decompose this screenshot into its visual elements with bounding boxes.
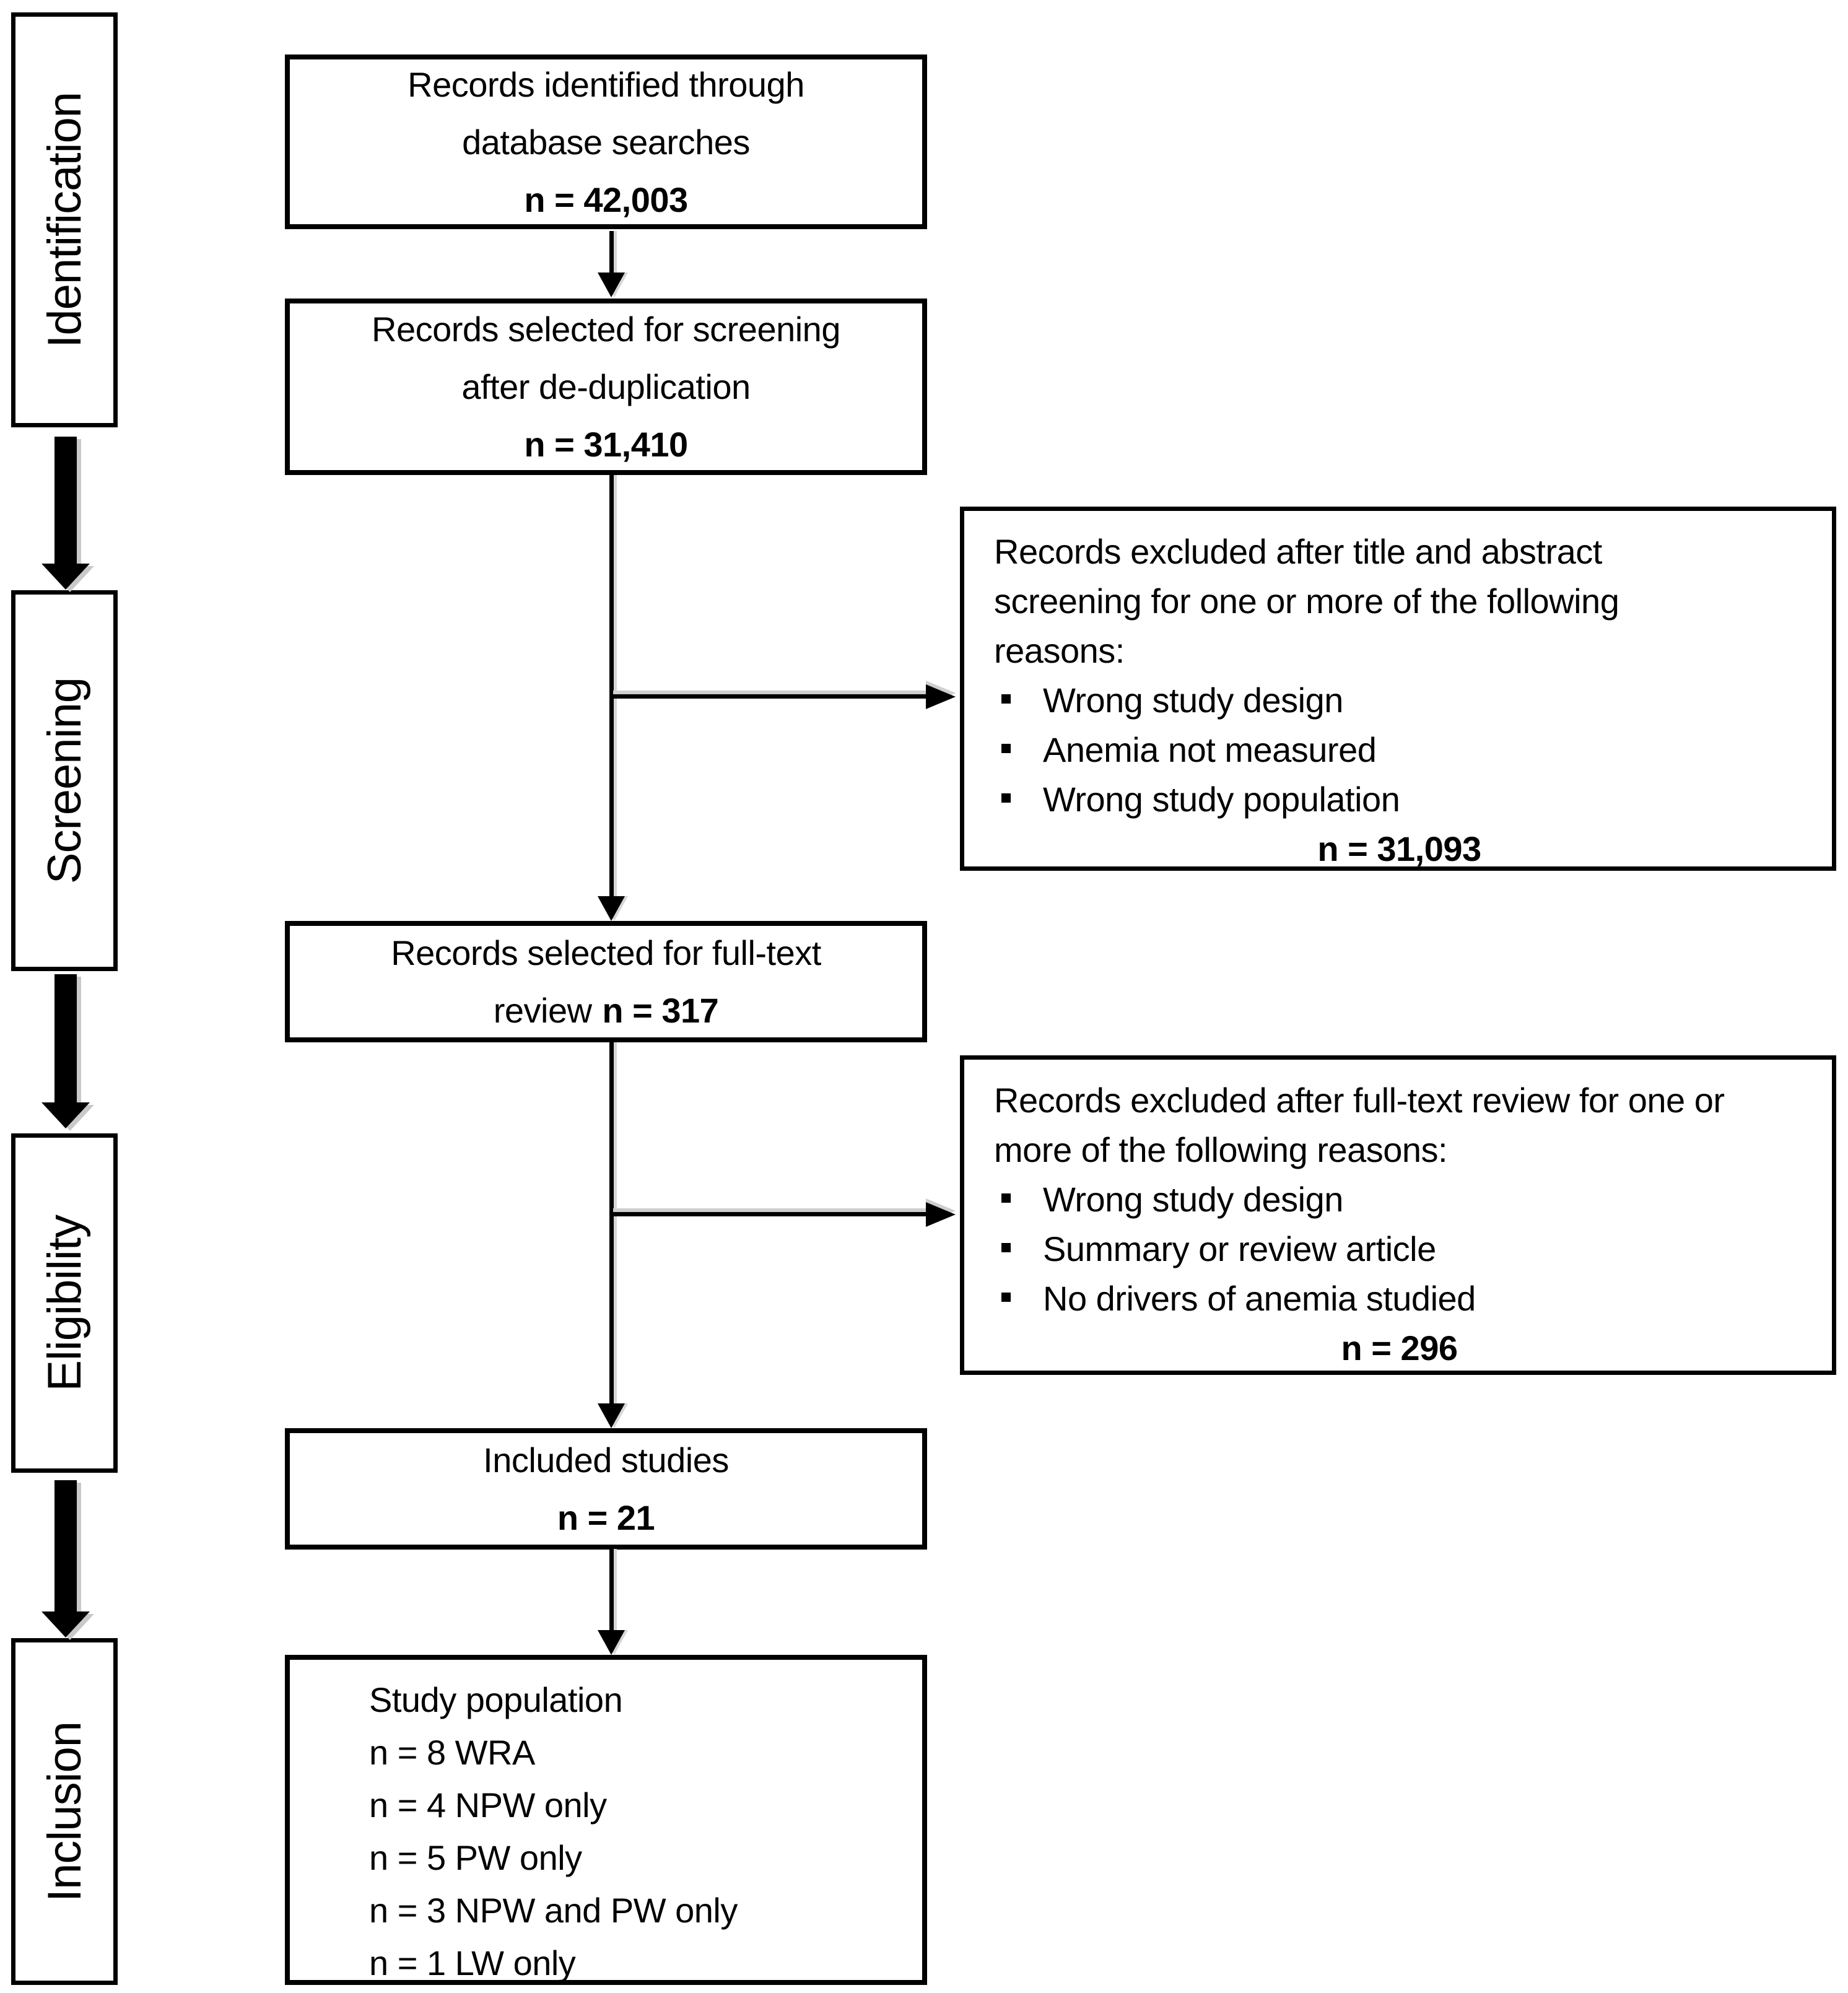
arrow-head <box>598 1403 625 1428</box>
exclusion-reason-label: No drivers of anemia studied <box>1043 1279 1476 1318</box>
box-text-line: after de-duplication <box>461 367 751 406</box>
box-text-line: Records selected for screening <box>372 310 840 349</box>
exclusion-reason-label: Anemia not measured <box>1043 730 1377 769</box>
box-text-prefix: review <box>493 991 592 1030</box>
stage-box-inclusion: Inclusion <box>11 1638 118 1985</box>
exclusion-reason: Wrong study design <box>994 676 1805 725</box>
exclusion-reason: Wrong study population <box>994 775 1805 824</box>
exclusion-header-line: reasons: <box>994 631 1125 670</box>
bullet-icon <box>1001 1242 1011 1252</box>
box-text-line: Records selected for full-text <box>391 933 821 972</box>
arrow-shaft <box>54 974 77 1102</box>
population-item: n = 8 WRA <box>369 1733 535 1772</box>
box-text-line: database searches <box>462 122 750 162</box>
box-included-studies: Included studies n = 21 <box>285 1428 927 1550</box>
exclusion-reason: Wrong study design <box>994 1175 1805 1224</box>
arrow-head <box>41 1102 90 1128</box>
exclusion-reason: Summary or review article <box>994 1224 1805 1274</box>
stage-box-eligibility: Eligibility <box>11 1133 118 1473</box>
arrow-shaft <box>54 437 77 564</box>
arrow-head <box>598 1630 625 1655</box>
box-fulltext-review: Records selected for full-text review n =… <box>285 921 927 1042</box>
bullet-icon <box>1001 793 1011 803</box>
box-text-line: Records identified through <box>408 64 804 104</box>
bullet-icon <box>1001 694 1011 704</box>
record-count: n = 31,093 <box>1317 829 1481 868</box>
population-item: n = 5 PW only <box>369 1838 582 1877</box>
arrow-head <box>598 896 625 921</box>
exclusion-header-line: more of the following reasons: <box>994 1130 1448 1169</box>
box-text-line: review n = 317 <box>494 982 719 1039</box>
population-item: n = 3 NPW and PW only <box>369 1891 738 1930</box>
record-count: n = 317 <box>602 991 719 1030</box>
arrow-head <box>41 1611 90 1638</box>
population-item: n = 4 NPW only <box>369 1786 607 1825</box>
arrow-shaft <box>609 1042 614 1403</box>
stage-box-identification: Identification <box>11 12 118 427</box>
record-count: n = 42,003 <box>524 180 688 219</box>
exclusion-header-line: Records excluded after title and abstrac… <box>994 532 1602 571</box>
record-count: n = 31,410 <box>524 425 688 464</box>
exclusion-header-line: screening for one or more of the followi… <box>994 582 1619 621</box>
arrow-shaft <box>609 1549 614 1630</box>
stage-label-identification: Identification <box>38 92 91 348</box>
record-count: n = 296 <box>1341 1328 1458 1367</box>
box-title: Study population <box>369 1680 623 1719</box>
stage-label-screening: Screening <box>38 677 91 884</box>
box-study-population: Study population n = 8 WRA n = 4 NPW onl… <box>285 1655 927 1985</box>
exclusion-reason: Anemia not measured <box>994 725 1805 775</box>
stage-box-screening: Screening <box>11 590 118 971</box>
arrow-shaft <box>609 475 614 896</box>
arrow-head <box>926 1202 956 1227</box>
arrow-shaft <box>613 694 926 699</box>
exclusion-reason-label: Wrong study design <box>1043 1180 1343 1219</box>
exclusion-reason-label: Summary or review article <box>1043 1229 1436 1268</box>
record-count: n = 21 <box>557 1498 655 1537</box>
stage-label-inclusion: Inclusion <box>38 1721 91 1902</box>
box-excluded-fulltext: Records excluded after full-text review … <box>960 1055 1836 1375</box>
arrow-head <box>926 684 956 709</box>
exclusion-reason-label: Wrong study population <box>1043 780 1400 819</box>
arrow-head <box>598 273 625 297</box>
box-text-line: Included studies <box>483 1441 729 1480</box>
exclusion-reason: No drivers of anemia studied <box>994 1274 1805 1324</box>
box-records-deduplicated: Records selected for screening after de-… <box>285 299 927 475</box>
population-item: n = 1 LW only <box>369 1943 576 1982</box>
exclusion-reason-label: Wrong study design <box>1043 681 1343 720</box>
arrow-shaft <box>613 1212 926 1216</box>
bullet-icon <box>1001 1292 1011 1302</box>
exclusion-header-line: Records excluded after full-text review … <box>994 1081 1725 1120</box>
arrow-head <box>41 564 90 590</box>
bullet-icon <box>1001 743 1011 753</box>
stage-label-eligibility: Eligibility <box>38 1215 91 1392</box>
arrow-shaft <box>54 1480 77 1611</box>
bullet-icon <box>1001 1193 1011 1203</box>
box-excluded-title-abstract: Records excluded after title and abstrac… <box>960 507 1836 871</box>
box-records-identified: Records identified through database sear… <box>285 55 927 229</box>
arrow-shaft <box>609 231 614 273</box>
